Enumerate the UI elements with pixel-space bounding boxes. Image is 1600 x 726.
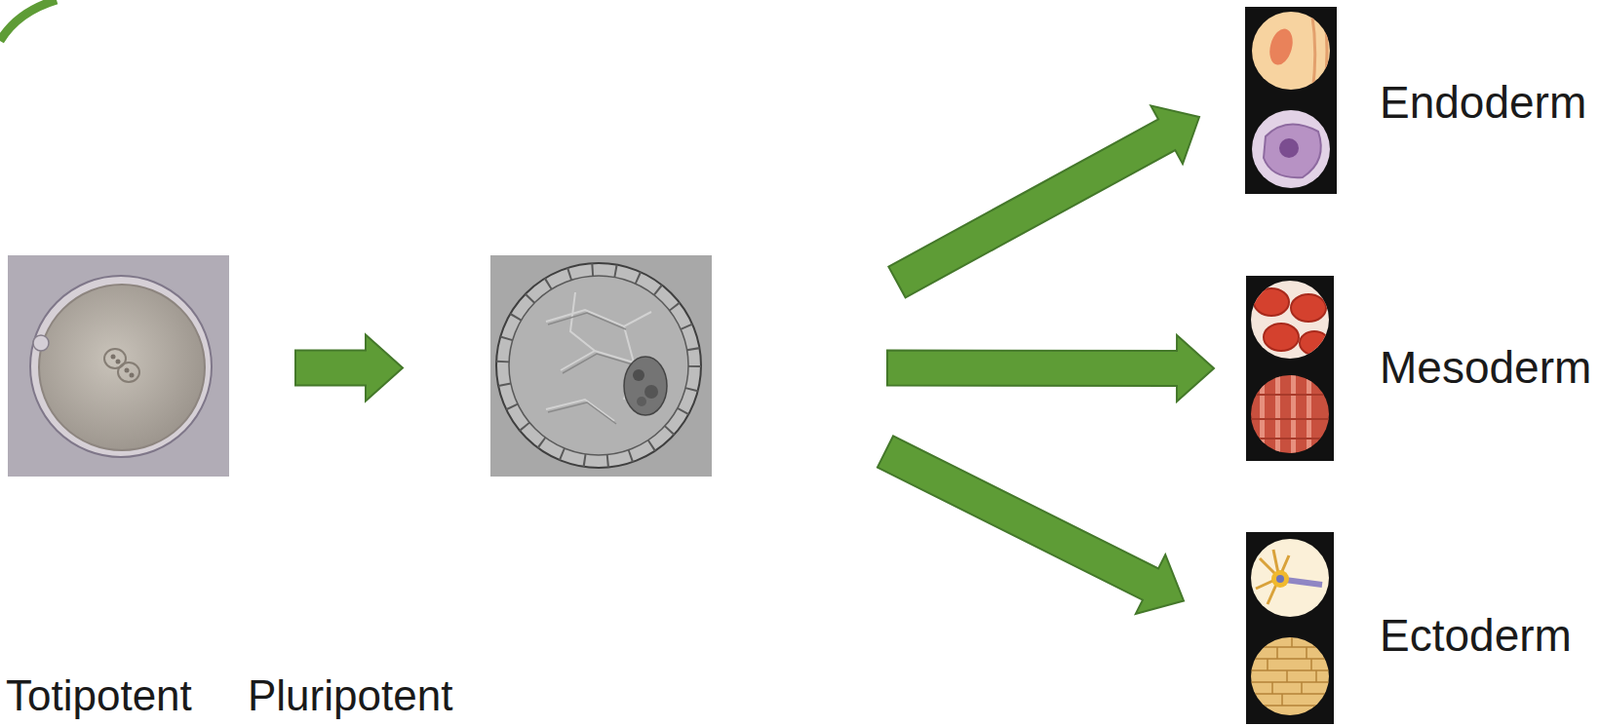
pronucleus: [117, 362, 140, 383]
fibre-stripe: [1290, 370, 1296, 459]
cytoplasm: [39, 284, 205, 451]
zygote-photo: [7, 255, 230, 477]
icon-circle: [1250, 539, 1329, 618]
icon-circle: [1250, 637, 1329, 716]
totipotent-cell: Totipotent: [7, 255, 230, 477]
icon-circle: [1251, 11, 1330, 90]
photo-ground: [7, 255, 230, 477]
blastocyst-photo: [490, 255, 712, 477]
nucleolus: [116, 359, 121, 365]
block-arrow: [888, 105, 1200, 298]
icon-circle: [1251, 110, 1330, 189]
cell-border: [1311, 9, 1327, 93]
cell-nucleus: [1276, 575, 1285, 584]
cell-nucleus: [1279, 138, 1299, 158]
blood-cell: [1290, 294, 1327, 322]
corner-swoosh: [0, 0, 57, 41]
liver-cell: [1263, 124, 1322, 179]
blood-cell: [1263, 323, 1299, 352]
potency-label: Pluripotent: [247, 672, 453, 720]
cell-row: [1249, 647, 1330, 706]
icon-strip: [1246, 275, 1334, 462]
trophectoderm-cells: [503, 270, 696, 463]
cell-wall: [1262, 635, 1317, 706]
germ-layer: Mesoderm: [1246, 275, 1595, 462]
nucleolus: [111, 354, 117, 360]
mesoderm-icons: [1246, 275, 1334, 462]
potency-label: Totipotent: [5, 672, 193, 720]
polar-body: [33, 335, 49, 352]
icm-cell: [636, 396, 647, 407]
zona-pellucida: [30, 275, 212, 458]
block-arrow: [887, 335, 1214, 402]
icon-strip: [1246, 532, 1334, 725]
cell-body: [1271, 570, 1289, 588]
neuron: [1255, 549, 1323, 605]
icon-strip: [1245, 6, 1337, 195]
icm-cell: [632, 369, 645, 382]
blastocyst-outline: [496, 263, 702, 469]
blood-cell: [1253, 288, 1289, 316]
skin-cells: [1249, 635, 1330, 706]
photo-ground: [490, 255, 712, 477]
endoderm-icons: [1245, 6, 1337, 195]
block-arrow: [877, 435, 1184, 615]
ectoderm-icons: [1246, 532, 1334, 725]
icm-cell: [644, 385, 659, 399]
fibre-stripe: [1306, 370, 1312, 459]
nucleolus: [124, 368, 130, 374]
red-blood-cells: [1253, 288, 1329, 355]
blood-cell: [1299, 331, 1329, 355]
pluripotent-cell: Pluripotent: [490, 255, 712, 477]
block-arrow: [295, 335, 403, 402]
germ-layer-label: Mesoderm: [1379, 343, 1592, 393]
fibre-stripe: [1259, 370, 1265, 459]
fibre-band: [1248, 394, 1332, 439]
germ-layer: Endoderm: [1245, 6, 1595, 195]
dendrite: [1255, 549, 1289, 605]
fibre-stripe: [1275, 370, 1281, 459]
icon-circle: [1250, 280, 1329, 359]
nucleolus: [129, 373, 135, 379]
blastocoel: [508, 275, 689, 456]
cell-shadow: [547, 312, 636, 425]
epithelial-cell: [1265, 9, 1327, 93]
axon: [1285, 580, 1323, 586]
germ-layer: Ectoderm: [1246, 532, 1582, 725]
muscle-fibres: [1248, 370, 1332, 459]
cell-nucleus: [1265, 26, 1296, 68]
germ-layer-label: Ectoderm: [1379, 611, 1572, 662]
cell-body: [1263, 124, 1322, 179]
inner-cell-mass: [624, 356, 667, 416]
germ-layer-label: Endoderm: [1379, 78, 1587, 128]
